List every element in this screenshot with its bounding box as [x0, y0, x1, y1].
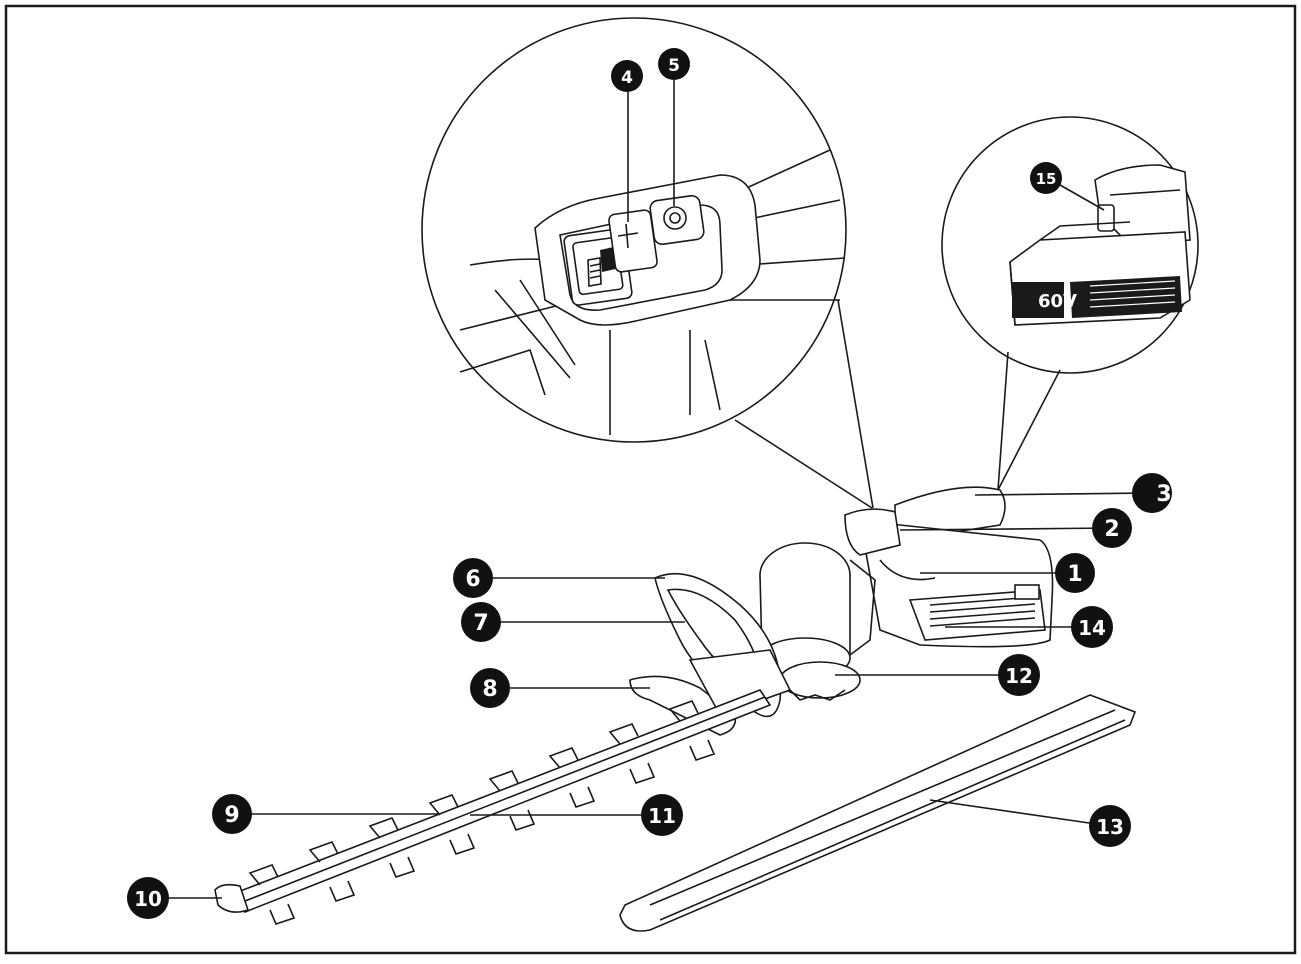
callout-9-label: 9: [224, 803, 239, 828]
callout-11: 11: [641, 794, 683, 836]
callout-15: 15: [1030, 162, 1062, 194]
callout-8: 8: [470, 668, 510, 708]
callout-5-label: 5: [668, 56, 680, 76]
callout-10-label: 10: [134, 887, 162, 911]
callout-leaders: [148, 492, 1151, 899]
callout-1: 1: [1055, 553, 1095, 593]
callout-4: 4: [611, 60, 643, 92]
callout-4-label: 4: [621, 68, 633, 88]
battery-voltage-label: 60V: [1038, 291, 1077, 312]
callout-12: 12: [998, 654, 1040, 696]
callout-2-label: 2: [1104, 517, 1119, 542]
callout-5: 5: [658, 48, 690, 80]
callout-13-label: 13: [1096, 815, 1124, 839]
callout-12-label: 12: [1005, 664, 1033, 688]
callout-7-label: 7: [473, 611, 488, 636]
control-panel-detail: [421, 17, 874, 509]
callout-6: 6: [453, 558, 493, 598]
callout-6-label: 6: [465, 567, 480, 592]
callout-7: 7: [461, 602, 501, 642]
callout-1-label: 1: [1067, 562, 1082, 587]
callout-3-label: 3: [1156, 482, 1171, 507]
callout-14: 14: [1071, 606, 1113, 648]
callout-3: 3: [1132, 473, 1172, 513]
callout-14-label: 14: [1078, 616, 1106, 640]
callout-badges: 1 2 3 4 5 6 7 8 9 10 11 12 13 14 15: [127, 48, 1172, 919]
diagram-frame: [4, 4, 1297, 955]
battery-detail: [941, 116, 1199, 491]
hedge-trimmer: [214, 486, 1137, 932]
callout-11-label: 11: [648, 804, 676, 828]
callout-10: 10: [127, 877, 169, 919]
callout-15-label: 15: [1036, 170, 1057, 188]
callout-9: 9: [212, 794, 252, 834]
callout-13: 13: [1089, 805, 1131, 847]
callout-2: 2: [1092, 508, 1132, 548]
callout-8-label: 8: [482, 677, 497, 702]
